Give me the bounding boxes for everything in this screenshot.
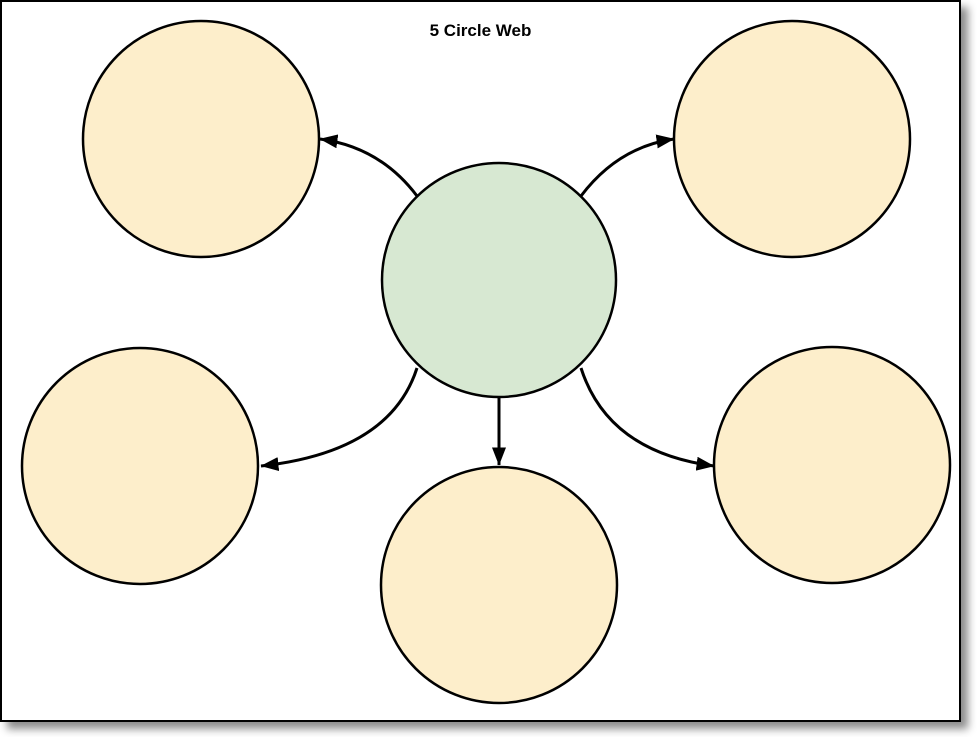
nodes-layer [20,19,952,705]
diagram-title: 5 Circle Web [429,21,532,40]
node-circle-bottom-left[interactable] [20,346,260,586]
diagram-canvas [20,19,952,705]
edge-arrow-main-to-top-left [319,134,419,197]
edges-layer [260,134,715,472]
node-circle-top-left[interactable] [81,19,321,259]
edge-arrow-main-to-top-right [579,134,675,197]
node-circle-main[interactable] [380,161,618,399]
node-circle-top-right[interactable] [672,19,912,259]
node-circle-bottom-right[interactable] [712,345,952,585]
edge-arrow-main-to-bottom-left [260,367,419,472]
worksheet-page: 5 Circle Web [0,0,961,722]
edge-arrow-main-to-bottom-right [579,367,715,471]
node-circle-bottom-center[interactable] [379,465,619,705]
